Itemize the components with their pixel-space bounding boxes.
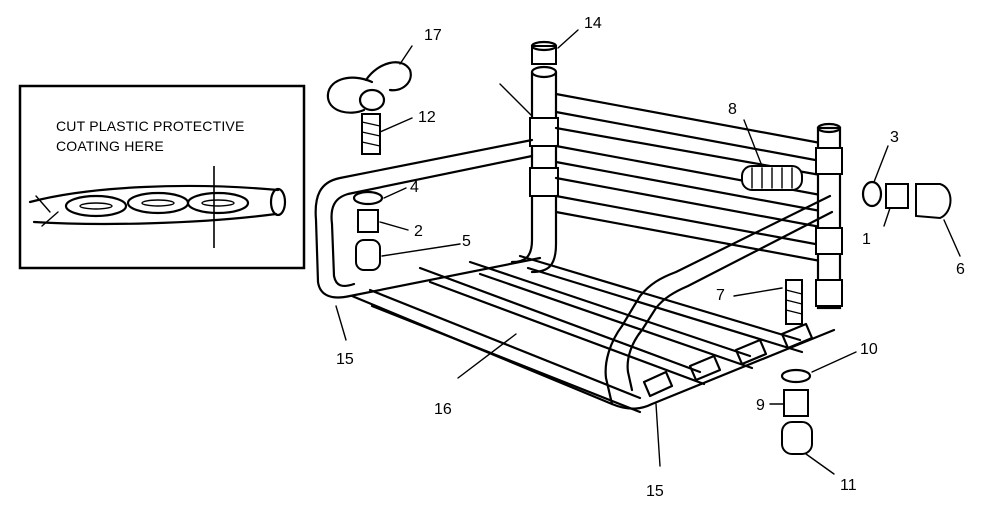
callout-17: 17	[424, 27, 442, 44]
callout-11: 11	[840, 477, 857, 494]
inset-note-line2: COATING HERE	[56, 138, 164, 154]
s-hook	[326, 61, 412, 114]
bolt	[785, 279, 803, 325]
callout-1: 1	[862, 231, 871, 248]
inset-note-line1: CUT PLASTIC PROTECTIVE	[56, 118, 245, 134]
left-fasteners	[352, 190, 384, 271]
callout-3: 3	[890, 129, 899, 146]
callout-5: 5	[462, 233, 471, 250]
callout-labels: 17 14 12 8 3 4 2 5 1 6 7 15 10 16 9 15 1…	[336, 15, 965, 500]
callout-4: 4	[410, 179, 419, 196]
callout-9: 9	[756, 397, 765, 414]
callout-7: 7	[716, 287, 725, 304]
callout-14: 14	[584, 15, 602, 32]
bottom-fasteners	[780, 368, 813, 455]
callout-6: 6	[956, 261, 965, 278]
inset-frame	[18, 84, 306, 270]
inset-detail: CUT PLASTIC PROTECTIVE COATING HERE	[18, 84, 306, 270]
right-fasteners	[861, 180, 952, 220]
coated-chain	[28, 184, 287, 227]
leader-lines	[335, 29, 961, 475]
spring	[741, 165, 803, 191]
callout-8: 8	[728, 101, 737, 118]
callout-16: 16	[434, 401, 452, 418]
post-cap	[530, 40, 558, 65]
callout-12: 12	[418, 109, 436, 126]
eye-bolt	[358, 88, 386, 155]
callout-15-left: 15	[336, 351, 354, 368]
callout-15-front: 15	[646, 483, 664, 500]
callout-2: 2	[414, 223, 423, 240]
seat-assembly	[314, 65, 843, 414]
callout-10: 10	[860, 341, 878, 358]
